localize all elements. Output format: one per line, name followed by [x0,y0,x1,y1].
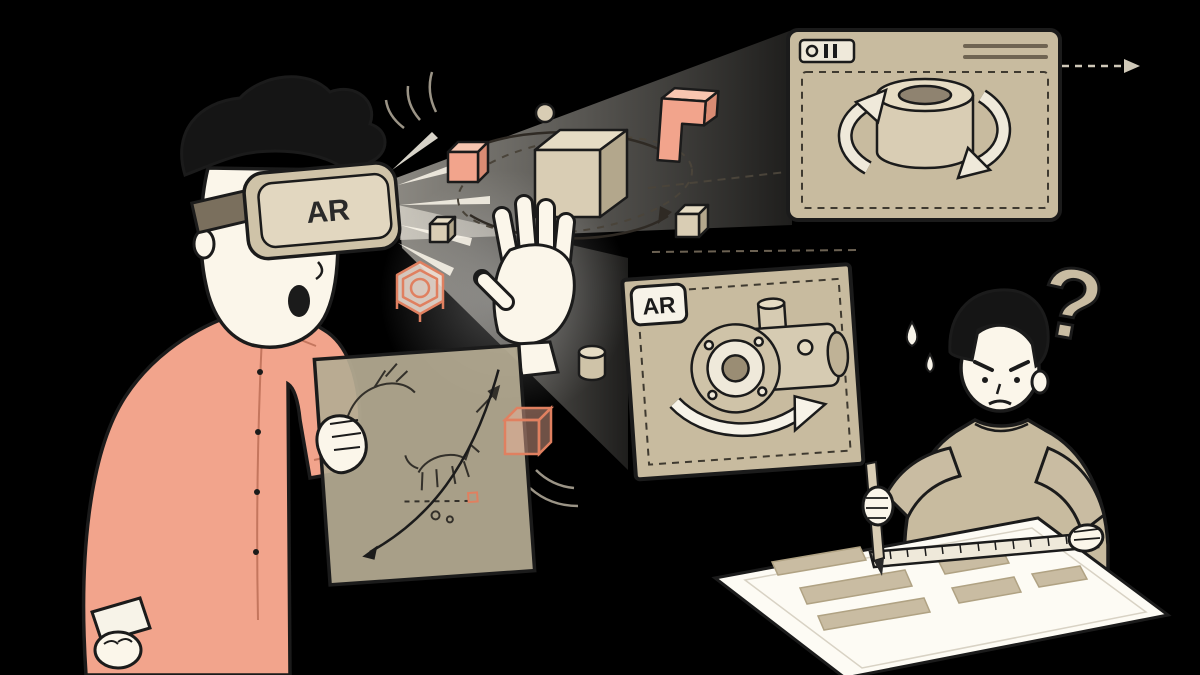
motion-arcs-bottom [529,469,579,508]
cube-large [533,128,629,219]
window-controls-icon [798,38,856,64]
sphere [534,102,556,124]
vr-engineer: AR [81,75,576,675]
wireframe-cube [501,404,555,458]
nose [315,261,324,281]
ar-headset-label: AR [305,193,351,230]
ruler-hand [1067,523,1105,553]
ear [192,228,216,260]
cube-coral [446,140,490,184]
hex-nut [395,260,445,322]
motion-arcs-top [384,71,438,129]
machine-part [690,297,850,414]
sketch-annotations [404,384,501,524]
right-arm [1034,446,1106,535]
cylinder-part [875,77,975,170]
rotate-arrow-right-icon [956,89,1012,180]
holding-hand [315,414,368,475]
ar-panel: AR [620,262,866,482]
confused-hair [948,288,1050,369]
l-block [656,86,720,163]
ruler-ticks [889,535,1068,560]
cylinder-small [577,344,607,382]
dashed-connector-top [647,171,787,189]
vr-engineer-hair [180,75,387,177]
left-arm [884,446,962,520]
dashed-exit-arrow [1062,59,1140,73]
shirt-buttons [253,369,263,555]
dashed-frame [801,71,1049,209]
rotate-swoosh-arrow-icon [669,394,828,438]
blueprint-sheet [711,516,1172,675]
sketch-animal-drawing [404,443,480,491]
collar [974,422,1029,433]
dashed-connector-bottom [651,249,857,253]
cad-window-panel [786,28,1140,222]
ear [1030,369,1050,395]
eyes [982,377,1020,383]
ar-badge: AR [629,282,689,327]
raised-hand [473,194,576,378]
nose [995,383,1002,395]
left-hand [90,596,152,670]
cube-small-2 [674,203,710,239]
sketch-big-arrow [362,369,500,560]
pencil-hand [861,485,895,527]
worried-brows [973,360,1030,372]
window-menu-lines [963,44,1048,59]
ar-headset: AR [189,161,402,261]
sweat-drops-icon [905,320,935,374]
open-mouth [288,285,310,317]
cube-small-1 [428,215,457,244]
ar-badge-label: AR [642,291,677,319]
frown-mouth [988,399,1012,406]
rotate-arrow-left-icon [837,87,888,175]
floating-objects [384,71,720,508]
confused-engineer: ? [711,242,1172,675]
blueprint-blocks [770,546,1089,631]
